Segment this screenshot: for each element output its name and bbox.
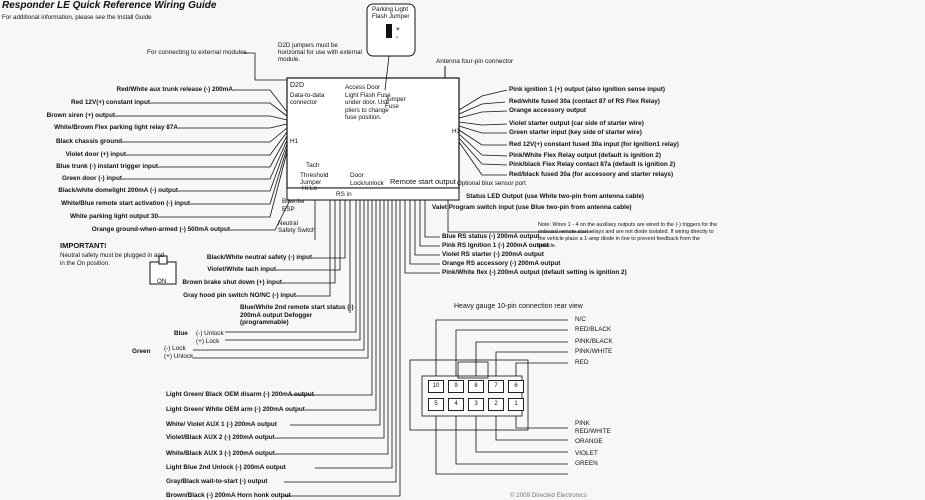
neutral-switch-label: Neutral Safety Switch	[278, 220, 316, 234]
valet-program-label: Valet Program switch input (use Blue two…	[432, 204, 632, 211]
antenna-label: Antenna four-pin connector	[436, 58, 514, 65]
bottom-wire-3: White/ Violet AUX 1 (-) 200mA output	[166, 421, 277, 428]
d2d-connector-label: Data-to-data connector	[290, 92, 325, 106]
door-lock-label: Door Lock/unlock	[350, 172, 384, 187]
connector-top-label-5: RED	[575, 359, 589, 366]
bottom-wire-5: White/Black AUX 3 (-) 200mA output	[166, 450, 275, 457]
right-wire-6: Red 12V(+) constant fused 30a input (for…	[509, 141, 679, 148]
blue-lock-label: Blue	[174, 330, 188, 337]
mid-wire-5: Pink/White flex (-) 200mA output (defaul…	[442, 269, 627, 276]
access-door-text: Access Door Light Flash Fuse under door.…	[345, 84, 391, 121]
right-wire-4: Violet starter output (car side of start…	[509, 120, 644, 127]
bottom-wire-4: Violet/Black AUX 2 (-) 200mA output	[166, 434, 275, 441]
bottom-wire-1: Light Green/ Black OEM disarm (-) 200mA …	[166, 391, 314, 398]
connector-title: Heavy gauge 10-pin connection rear view	[454, 303, 583, 310]
right-wire-5: Green starter input (key side of starter…	[509, 129, 642, 136]
hi-lo-label: Hi Lo	[302, 185, 317, 192]
connector-pin-9: 9	[448, 380, 464, 393]
jumper-fuse-text: Jumper Fuse	[385, 96, 406, 110]
left-wire-2: Red 12V(+) constant input	[70, 99, 150, 106]
right-wire-2: Red/white fused 30a (contact 87 of RS Fl…	[509, 98, 660, 105]
mid-wire-3: Violet RS starter (-) 200mA output	[442, 251, 544, 258]
bottom-wire-6: Light Blue 2nd Unlock (-) 200mA output	[166, 464, 286, 471]
left-wire-10: White/Blue remote start activation (-) i…	[61, 200, 190, 207]
d2d-note: D2D jumpers must be horizontal for use w…	[278, 42, 362, 63]
right-wire-3: Orange accessory output	[509, 107, 587, 114]
parking-plus-sign: +	[396, 26, 400, 33]
green-unlock-plus: (+) Unlock	[164, 353, 194, 360]
connector-pin-1: 1	[508, 398, 524, 411]
bitwriter-label: Bitwriter ESP	[282, 198, 306, 213]
on-switch-label: ON	[157, 278, 167, 285]
mid-wire-1: Blue RS status (-) 200mA output	[442, 233, 540, 240]
connector-pin-10: 10	[428, 380, 444, 393]
external-note: For connecting to external modules	[147, 49, 247, 56]
blue-white-status: Blue/White 2nd remote start status (-) 2…	[240, 304, 354, 326]
left-wire-12: Orange ground-when-armed (-) 500mA outpu…	[91, 226, 230, 233]
important-title: IMPORTANT!	[60, 241, 107, 250]
left-wire-1: Red/White aux trunk release (-) 200mA	[116, 86, 234, 93]
parking-minus-sign: -	[396, 34, 399, 41]
left-wire-3: Brown siren (+) output	[46, 112, 115, 119]
connector-pin-5: 5	[428, 398, 444, 411]
status-led-label: Status LED Output (use White two-pin fro…	[466, 193, 644, 200]
left-wire-7: Blue trunk (-) instant trigger input	[56, 163, 158, 170]
parking-jumper-label: Parking Light Flash Jumper	[372, 6, 410, 20]
right-wire-7: Pink/White Flex Relay output (default is…	[509, 152, 661, 159]
connector-top-label-3: PINK/BLACK	[575, 338, 613, 345]
connector-bottom-label-1: PINK	[575, 420, 590, 427]
optional-blux-label: Optional blux sensor port	[457, 180, 526, 187]
connector-pin-8: 8	[468, 380, 484, 393]
lower-wire-4: Gray hood pin switch NO/NC (-) input	[183, 292, 296, 299]
green-lock-minus: (-) Lock	[164, 345, 186, 352]
page-subtitle: For additional information, please see t…	[2, 14, 152, 21]
important-text: Neutral safety must be plugged in and in…	[60, 252, 165, 267]
right-wire-9: Red/black fused 30a (for accessory and s…	[509, 171, 674, 178]
bottom-wire-7: Gray/Black wait-to-start (-) output	[166, 478, 268, 485]
right-wire-1: Pink ignition 1 (+) output (also ignitio…	[509, 86, 666, 93]
h3-label: H3	[452, 128, 461, 135]
lower-wire-3: Brown brake shut down (+) input	[182, 279, 282, 286]
left-wire-5: Black chassis ground	[55, 138, 122, 145]
connector-bottom-label-3: ORANGE	[575, 438, 603, 445]
tach-label: Tach	[306, 162, 320, 169]
d2d-label: D2D	[290, 82, 305, 89]
connector-bottom-label-4: VIOLET	[575, 450, 598, 457]
connector-top-label-4: PINK/WHITE	[575, 348, 613, 355]
connector-bottom-label-2: RED/WHITE	[575, 428, 611, 435]
blue-unlock-minus: (-) Unlock	[196, 330, 224, 337]
left-wire-4: White/Brown Flex parking light relay 87A	[54, 124, 178, 131]
lower-wire-2: Violet/White tach input	[207, 266, 276, 273]
page-title: Responder LE Quick Reference Wiring Guid…	[2, 0, 217, 11]
connector-pin-2: 2	[488, 398, 504, 411]
blue-lock-plus: (+) Lock	[196, 338, 220, 345]
connector-pin-3: 3	[468, 398, 484, 411]
green-lock-label: Green	[132, 348, 151, 355]
connector-top-label-1: N/C	[575, 316, 587, 323]
bottom-wire-2: Light Green/ White OEM arm (-) 200mA out…	[166, 406, 305, 413]
h1-label: H1	[290, 138, 299, 145]
rs-in-label: RS in	[336, 191, 352, 198]
lower-wire-1: Black/White neutral safety (-) input	[206, 254, 312, 261]
remote-start-output-label: Remote start output	[390, 177, 456, 186]
right-wire-8: Pink/black Flex Relay contact 87a (defau…	[509, 161, 676, 168]
mid-wire-2: Pink RS Ignition 1 (-) 200mA output	[442, 242, 549, 249]
left-wire-8: Green door (-) input	[62, 175, 122, 182]
mid-wire-4: Orange RS accessory (-) 200mA output	[442, 260, 561, 267]
left-wire-11: White parking light output 30	[69, 213, 158, 220]
footer-copyright: © 2009 Directed Electronics	[510, 492, 587, 499]
left-wire-9: Black/white domelight 200mA (-) output	[58, 187, 178, 194]
connector-pin-6: 6	[508, 380, 524, 393]
threshold-label: Threshold Jumper	[300, 172, 329, 186]
connector-top-label-2: RED/BLACK	[575, 326, 612, 333]
connector-pin-4: 4	[448, 398, 464, 411]
left-wire-6: Violet door (+) input	[65, 151, 126, 158]
bottom-wire-8: Brown/Black (-) 200mA Horn honk output	[166, 492, 291, 499]
connector-pin-7: 7	[488, 380, 504, 393]
aux-note: Note: Wires 1 - 4 on the auxiliary outpu…	[538, 222, 718, 249]
connector-bottom-label-5: GREEN	[575, 460, 598, 467]
